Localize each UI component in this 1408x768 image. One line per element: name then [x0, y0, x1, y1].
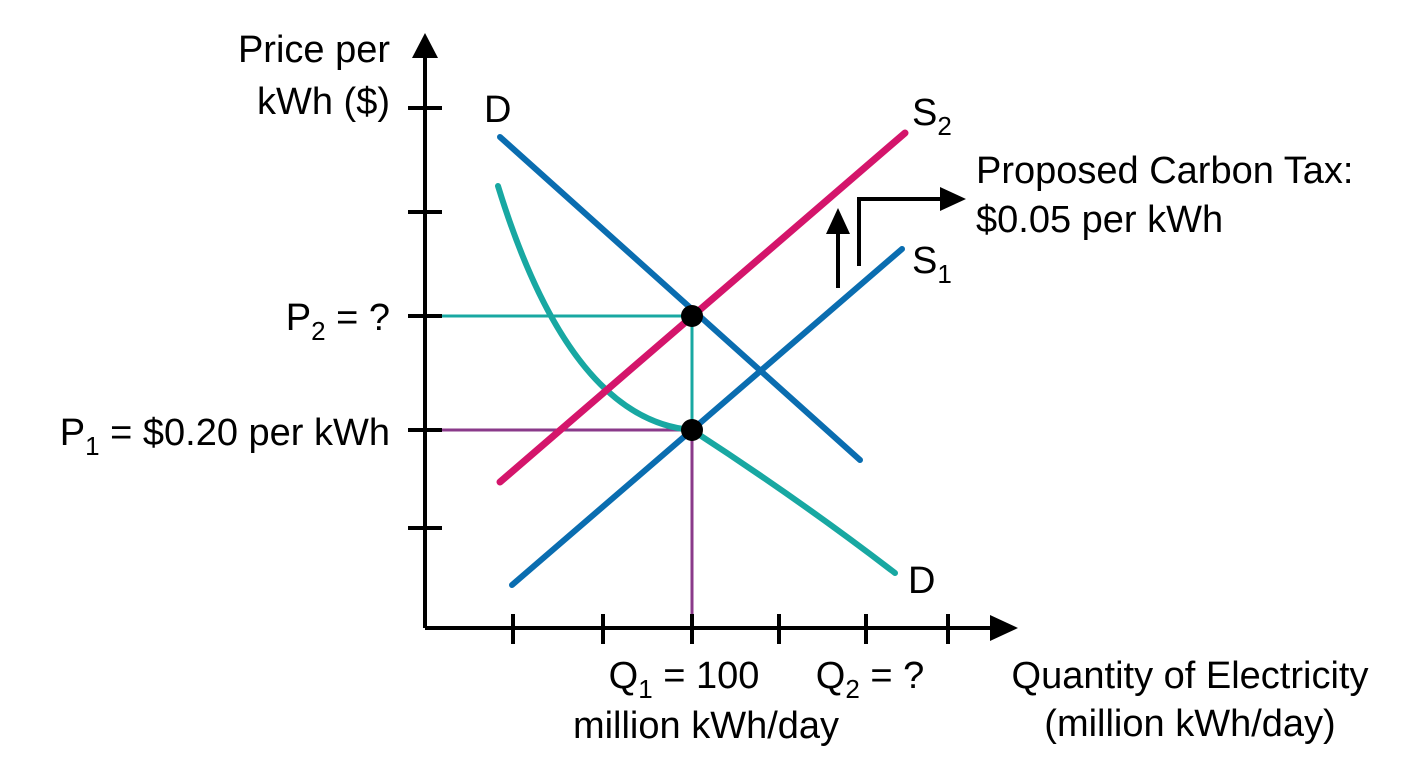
tax-pointer-arrow-head [940, 187, 966, 211]
shift-up-arrow-head [826, 208, 850, 234]
supply-2-label: S2 [912, 92, 952, 141]
equilibrium-point-2 [681, 305, 703, 327]
y-axis-arrow [412, 33, 438, 58]
tax-label-line1: Proposed Carbon Tax: [976, 150, 1353, 192]
demand-label-bottom: D [908, 560, 935, 602]
tax-label-line2: $0.05 per kWh [976, 199, 1223, 241]
x-axis-label-line2: (million kWh/day) [1044, 703, 1335, 745]
q1-label-sub: 1 [638, 674, 652, 704]
supply-2-label-main: S [912, 92, 937, 134]
tax-pointer-arrow [857, 197, 942, 266]
p2-label-main: P [286, 297, 311, 339]
y-axis-label-line2: kWh ($) [257, 81, 390, 123]
supply-1-label: S1 [912, 240, 952, 289]
q1-label-rest: = 100 [653, 655, 760, 697]
q2-label-sub: 2 [845, 674, 859, 704]
y-axis-label-line1: Price per [238, 29, 390, 71]
q1-label-line2: million kWh/day [573, 705, 839, 747]
x-axis-label-line1: Quantity of Electricity [1012, 655, 1369, 697]
p1-label-sub: 1 [85, 431, 99, 461]
supply-2-label-sub: 2 [937, 111, 951, 141]
equilibrium-point-1 [681, 419, 703, 441]
supply-1-line [509, 246, 905, 588]
q2-label: Q2 = ? [816, 655, 924, 704]
q1-label-main: Q [609, 655, 639, 697]
q2-label-main: Q [816, 655, 846, 697]
q2-label-rest: = ? [860, 655, 924, 697]
p2-label: P2 = ? [286, 297, 390, 346]
p1-label-main: P [60, 412, 85, 454]
supply-2-line [496, 129, 909, 486]
p1-label: P1 = $0.20 per kWh [60, 412, 390, 461]
x-axis-arrow [990, 615, 1018, 641]
p2-label-sub: 2 [311, 316, 325, 346]
demand-curve [495, 183, 898, 576]
demand-label-top: D [484, 89, 511, 131]
supply-1-label-sub: 1 [937, 259, 951, 289]
supply-1-label-main: S [912, 240, 937, 282]
q1-label: Q1 = 100 [609, 655, 760, 704]
p2-label-rest: = ? [326, 297, 390, 339]
demand-line [497, 134, 863, 463]
p1-label-rest: = $0.20 per kWh [100, 412, 390, 454]
